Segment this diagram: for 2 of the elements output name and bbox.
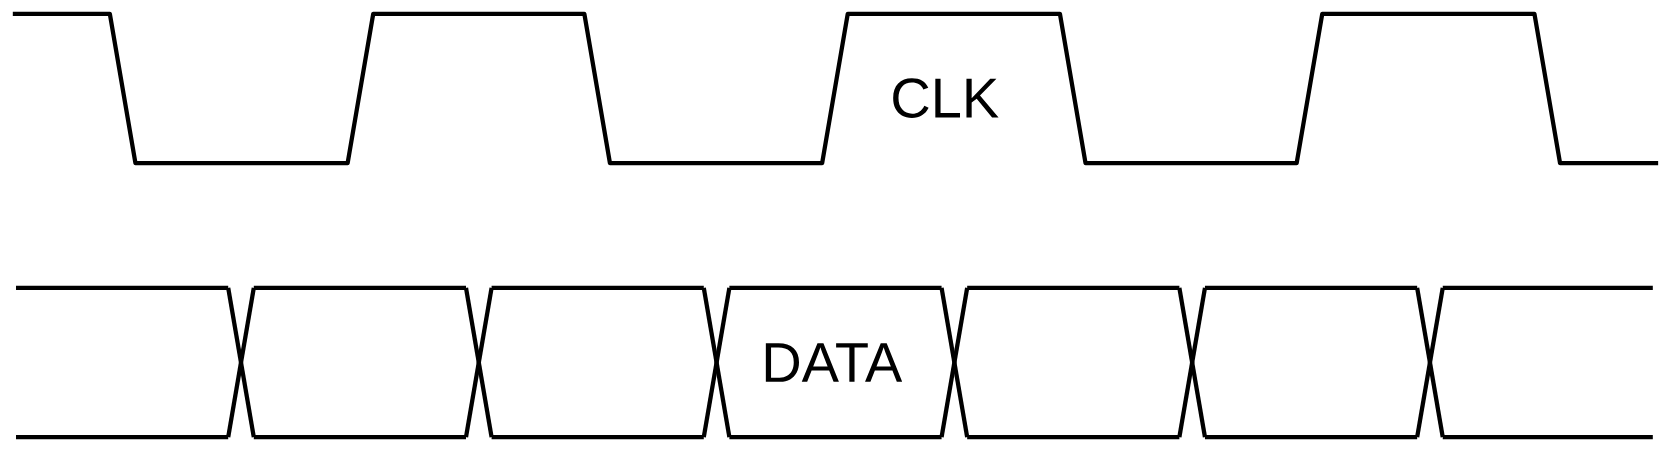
signal-label: CLK <box>893 78 999 118</box>
signal-label: DATA <box>765 343 903 382</box>
